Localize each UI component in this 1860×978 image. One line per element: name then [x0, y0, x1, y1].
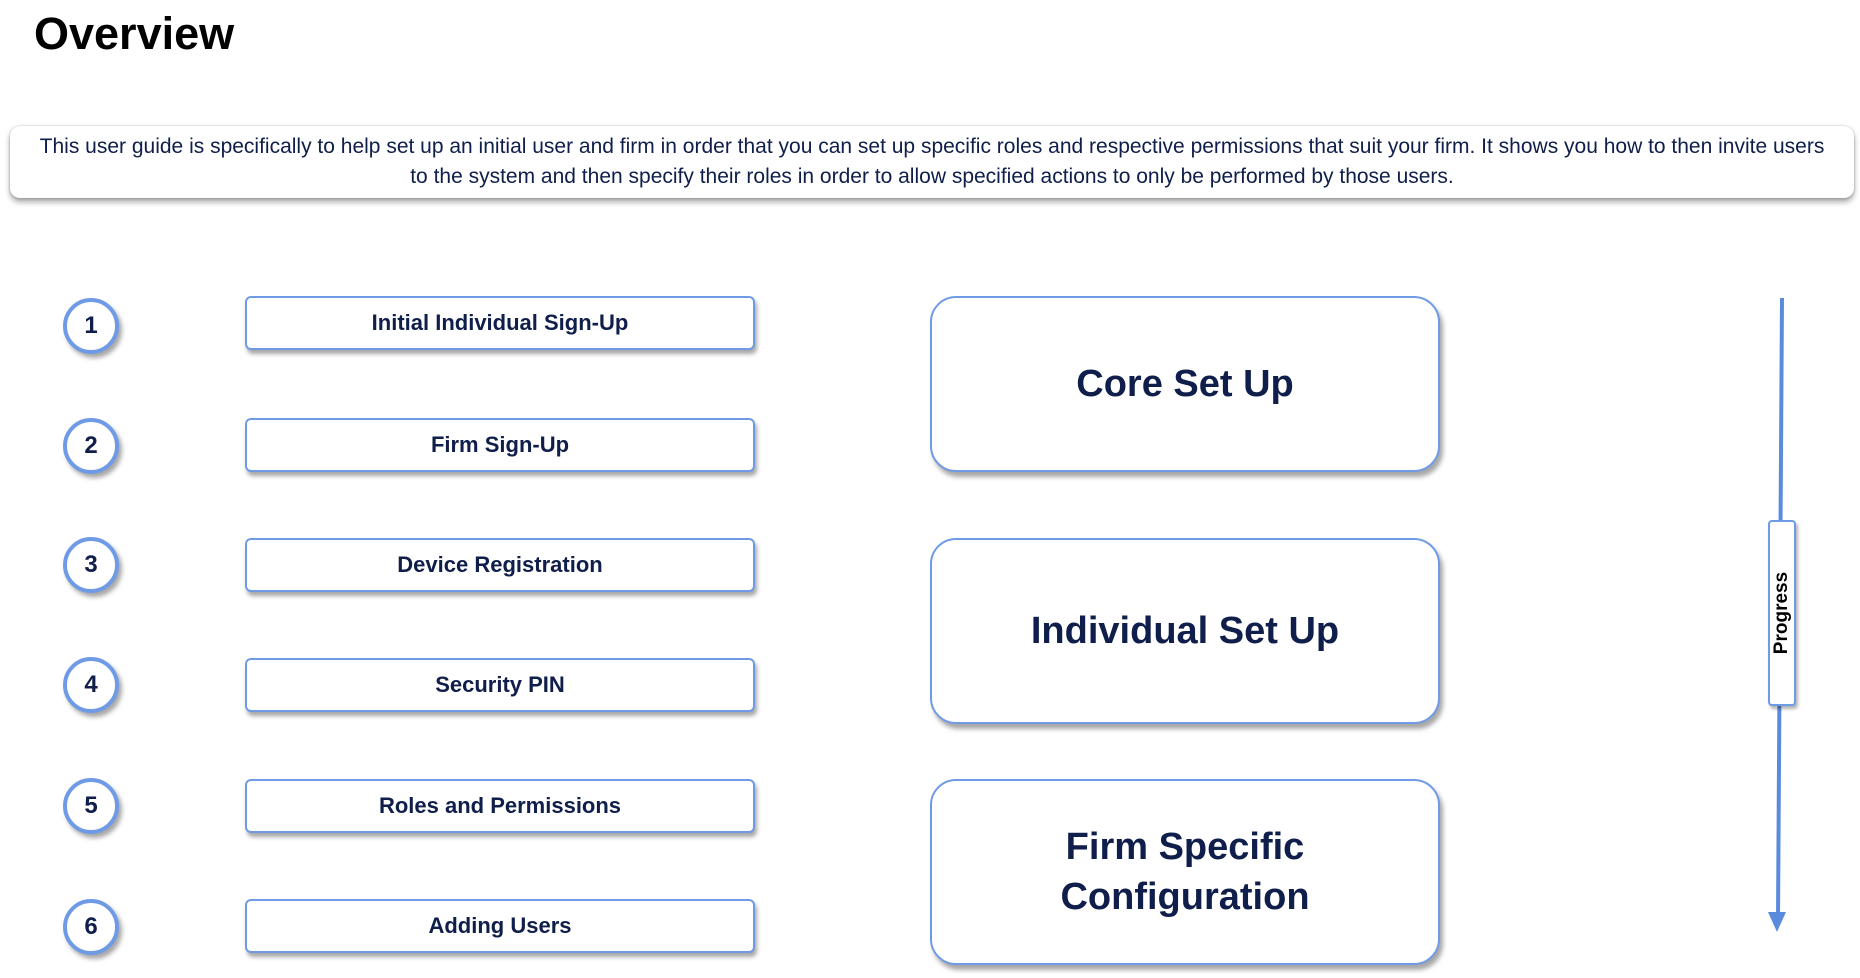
- step-box-firm-sign-up[interactable]: Firm Sign-Up: [245, 418, 755, 472]
- intro-text: This user guide is specifically to help …: [39, 135, 1825, 188]
- progress-arrow-head: [1768, 912, 1786, 932]
- step-number-5: 5: [63, 778, 119, 834]
- step-number-1: 1: [63, 298, 119, 354]
- phase-box-firm-specific-configuration[interactable]: Firm Specific Configuration: [930, 779, 1440, 965]
- step-number-3: 3: [63, 537, 119, 593]
- step-box-adding-users[interactable]: Adding Users: [245, 899, 755, 953]
- intro-panel: This user guide is specifically to help …: [10, 126, 1854, 198]
- step-number-4: 4: [63, 657, 119, 713]
- step-number-6: 6: [63, 899, 119, 955]
- step-box-roles-and-permissions[interactable]: Roles and Permissions: [245, 779, 755, 833]
- step-box-security-pin[interactable]: Security PIN: [245, 658, 755, 712]
- page-title: Overview: [34, 8, 235, 59]
- step-number-2: 2: [63, 418, 119, 474]
- progress-label-box: Progress: [1768, 520, 1796, 706]
- step-box-device-registration[interactable]: Device Registration: [245, 538, 755, 592]
- step-box-initial-individual-sign-up[interactable]: Initial Individual Sign-Up: [245, 296, 755, 350]
- phase-box-core-set-up[interactable]: Core Set Up: [930, 296, 1440, 472]
- phase-box-individual-set-up[interactable]: Individual Set Up: [930, 538, 1440, 724]
- progress-label: Progress: [1771, 571, 1792, 655]
